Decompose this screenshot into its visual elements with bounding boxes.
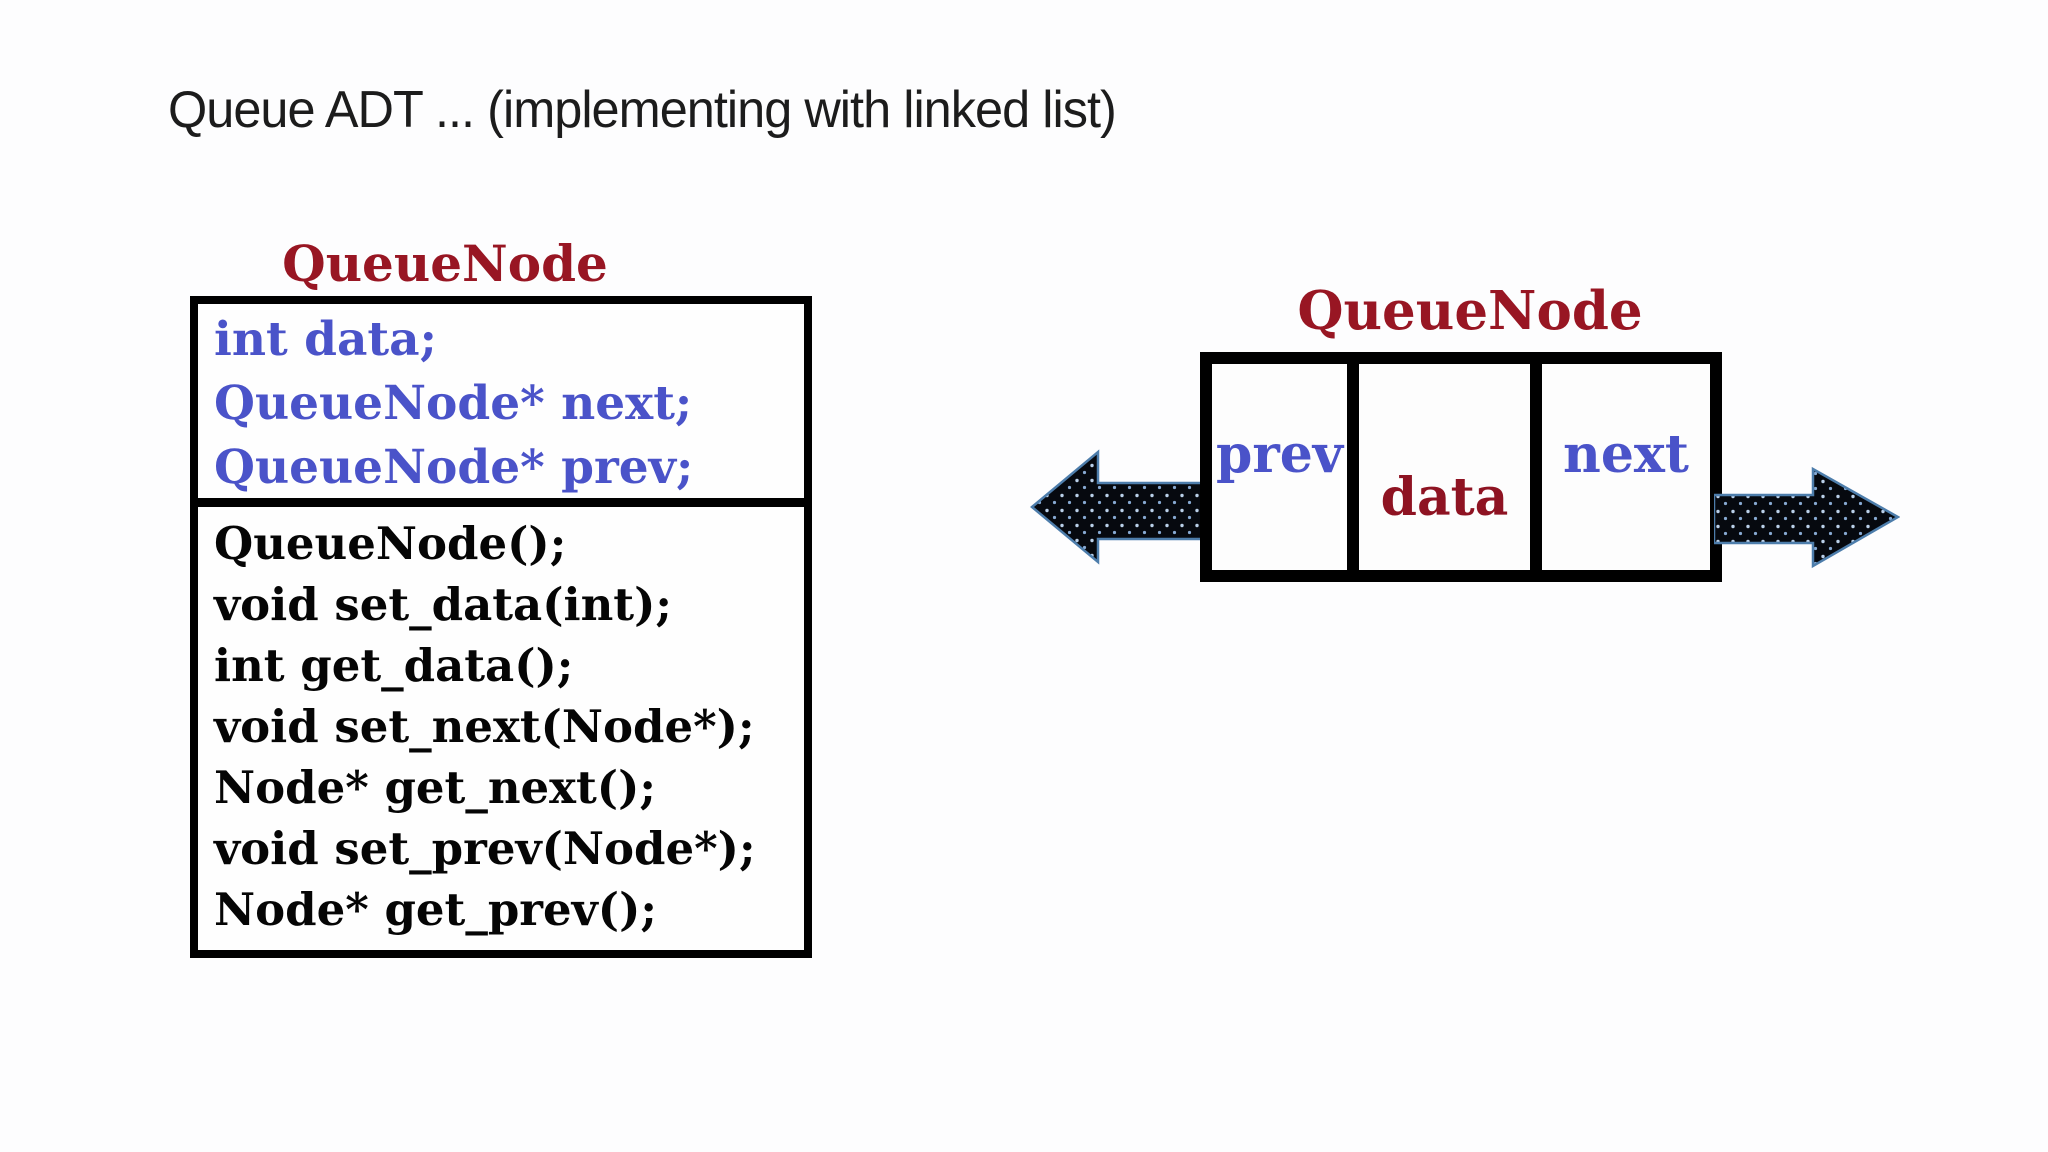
class-attribute: int data; bbox=[214, 312, 437, 367]
class-method: QueueNode(); bbox=[214, 517, 567, 570]
data-cell-label: data bbox=[1380, 466, 1509, 528]
node-cell-data: data bbox=[1359, 364, 1530, 570]
class-method: void set_data(int); bbox=[214, 578, 672, 631]
class-method: Node* get_prev(); bbox=[214, 883, 657, 936]
class-methods-section: QueueNode(); void set_data(int); int get… bbox=[198, 507, 804, 940]
queue-node-box: prev data next bbox=[1200, 352, 1722, 582]
next-cell-label: next bbox=[1563, 423, 1689, 485]
prev-pointer-arrow-icon bbox=[1030, 449, 1210, 565]
node-diagram-title: QueueNode bbox=[1297, 280, 1643, 342]
class-diagram-box: int data; QueueNode* next; QueueNode* pr… bbox=[190, 296, 812, 958]
node-cell-next: next bbox=[1542, 364, 1710, 570]
class-method: void set_next(Node*); bbox=[214, 700, 755, 753]
class-attributes-section: int data; QueueNode* next; QueueNode* pr… bbox=[198, 304, 804, 507]
slide-title: Queue ADT ... (implementing with linked … bbox=[168, 81, 1117, 139]
class-method: void set_prev(Node*); bbox=[214, 822, 756, 875]
class-method: int get_data(); bbox=[214, 639, 574, 692]
class-attribute: QueueNode* prev; bbox=[214, 440, 694, 495]
next-pointer-arrow-icon bbox=[1714, 466, 1900, 569]
class-diagram-title: QueueNode bbox=[282, 234, 608, 293]
node-cell-prev: prev bbox=[1212, 364, 1347, 570]
class-method: Node* get_next(); bbox=[214, 761, 656, 814]
prev-cell-label: prev bbox=[1215, 423, 1344, 485]
class-attribute: QueueNode* next; bbox=[214, 376, 693, 431]
